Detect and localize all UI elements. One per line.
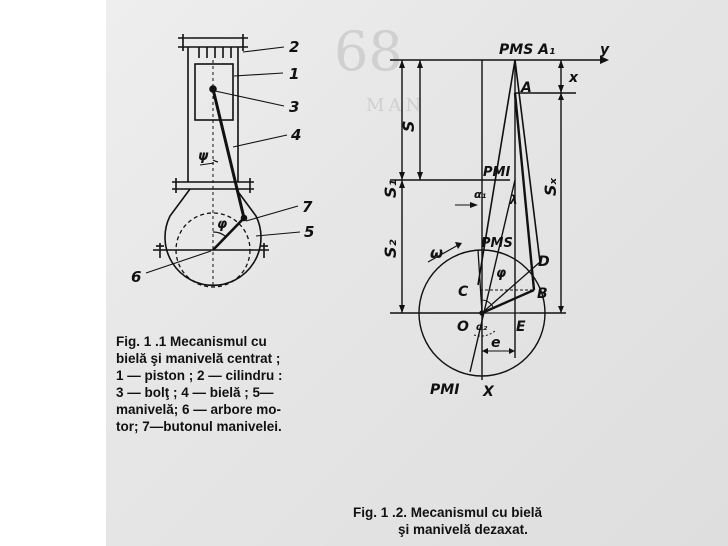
label-s2: S₂	[381, 239, 400, 258]
label-phi: φ	[496, 266, 506, 281]
rod-at-pmi	[469, 179, 516, 373]
paper-area: 68 MAN	[106, 0, 728, 546]
caption-line: bielă şi manivelă centrat ;	[116, 351, 281, 366]
connecting-rod-ab	[513, 92, 536, 291]
label-6: 6	[131, 268, 141, 286]
caption-line: Fig. 1 .1 Mecanismul cu	[116, 334, 267, 349]
label-e-offset: e	[491, 335, 501, 351]
label-o: O	[457, 319, 469, 335]
label-b: B	[537, 286, 548, 302]
label-pms-c: PMS	[481, 236, 513, 251]
label-5: 5	[304, 223, 314, 241]
connecting-rod	[211, 88, 246, 219]
label-e-point: E	[516, 319, 526, 335]
label-sx: Sₓ	[541, 177, 560, 196]
crank-pin	[240, 214, 248, 222]
crank-circle	[175, 212, 251, 288]
bleed-through-number: 68	[334, 20, 403, 83]
rod-at-pms	[477, 59, 516, 286]
label-d: D	[538, 254, 550, 270]
label-y: y	[600, 42, 610, 58]
label-pmi-mid: PMI	[483, 165, 510, 180]
piston	[194, 63, 234, 121]
caption-line: şi manivelă dezaxat.	[398, 522, 528, 537]
phi-angle-label: φ	[217, 217, 227, 232]
crank	[212, 217, 245, 251]
label-x: x	[568, 70, 579, 86]
caption-line: 1 — piston ; 2 — cilindru :	[116, 368, 283, 383]
caption-line: 3 — bolţ ; 4 — bielă ; 5—	[116, 385, 274, 400]
label-3: 3	[289, 98, 299, 116]
label-2: 2	[289, 38, 299, 56]
label-omega: ω	[430, 244, 443, 262]
caption-line: manivelă; 6 — arbore mo-	[116, 402, 282, 417]
crank-ob	[481, 288, 535, 315]
crankcase	[164, 188, 262, 287]
label-s1: S₁	[381, 179, 400, 198]
label-alpha2: α₂	[476, 322, 488, 333]
figure-1-1-caption: Fig. 1 .1 Mecanismul cu bielă şi manivel…	[116, 333, 283, 435]
label-pms-a1: PMS A₁	[499, 42, 555, 58]
label-x-axis: X	[482, 384, 495, 400]
label-alpha1: α₁	[474, 188, 487, 201]
label-lambda: λ	[509, 193, 518, 207]
label-pmi-bottom: PMI	[430, 382, 459, 398]
label-7: 7	[302, 198, 313, 216]
rod-position-d	[514, 59, 541, 263]
crank-circle	[418, 249, 546, 377]
label-c: C	[458, 284, 469, 300]
caption-line: tor; 7—butonul manivelei.	[116, 419, 282, 434]
label-s: S	[399, 120, 418, 132]
label-4: 4	[290, 126, 301, 144]
label-a: A	[520, 80, 532, 96]
label-1: 1	[289, 65, 299, 83]
psi-angle-label: ψ	[198, 149, 209, 164]
bleed-through-text: MAN	[366, 95, 426, 116]
figure-1-2-caption: Fig. 1 .2. Mecanismul cu bielă şi manive…	[353, 504, 542, 538]
caption-line: Fig. 1 .2. Mecanismul cu bielă	[353, 505, 543, 520]
